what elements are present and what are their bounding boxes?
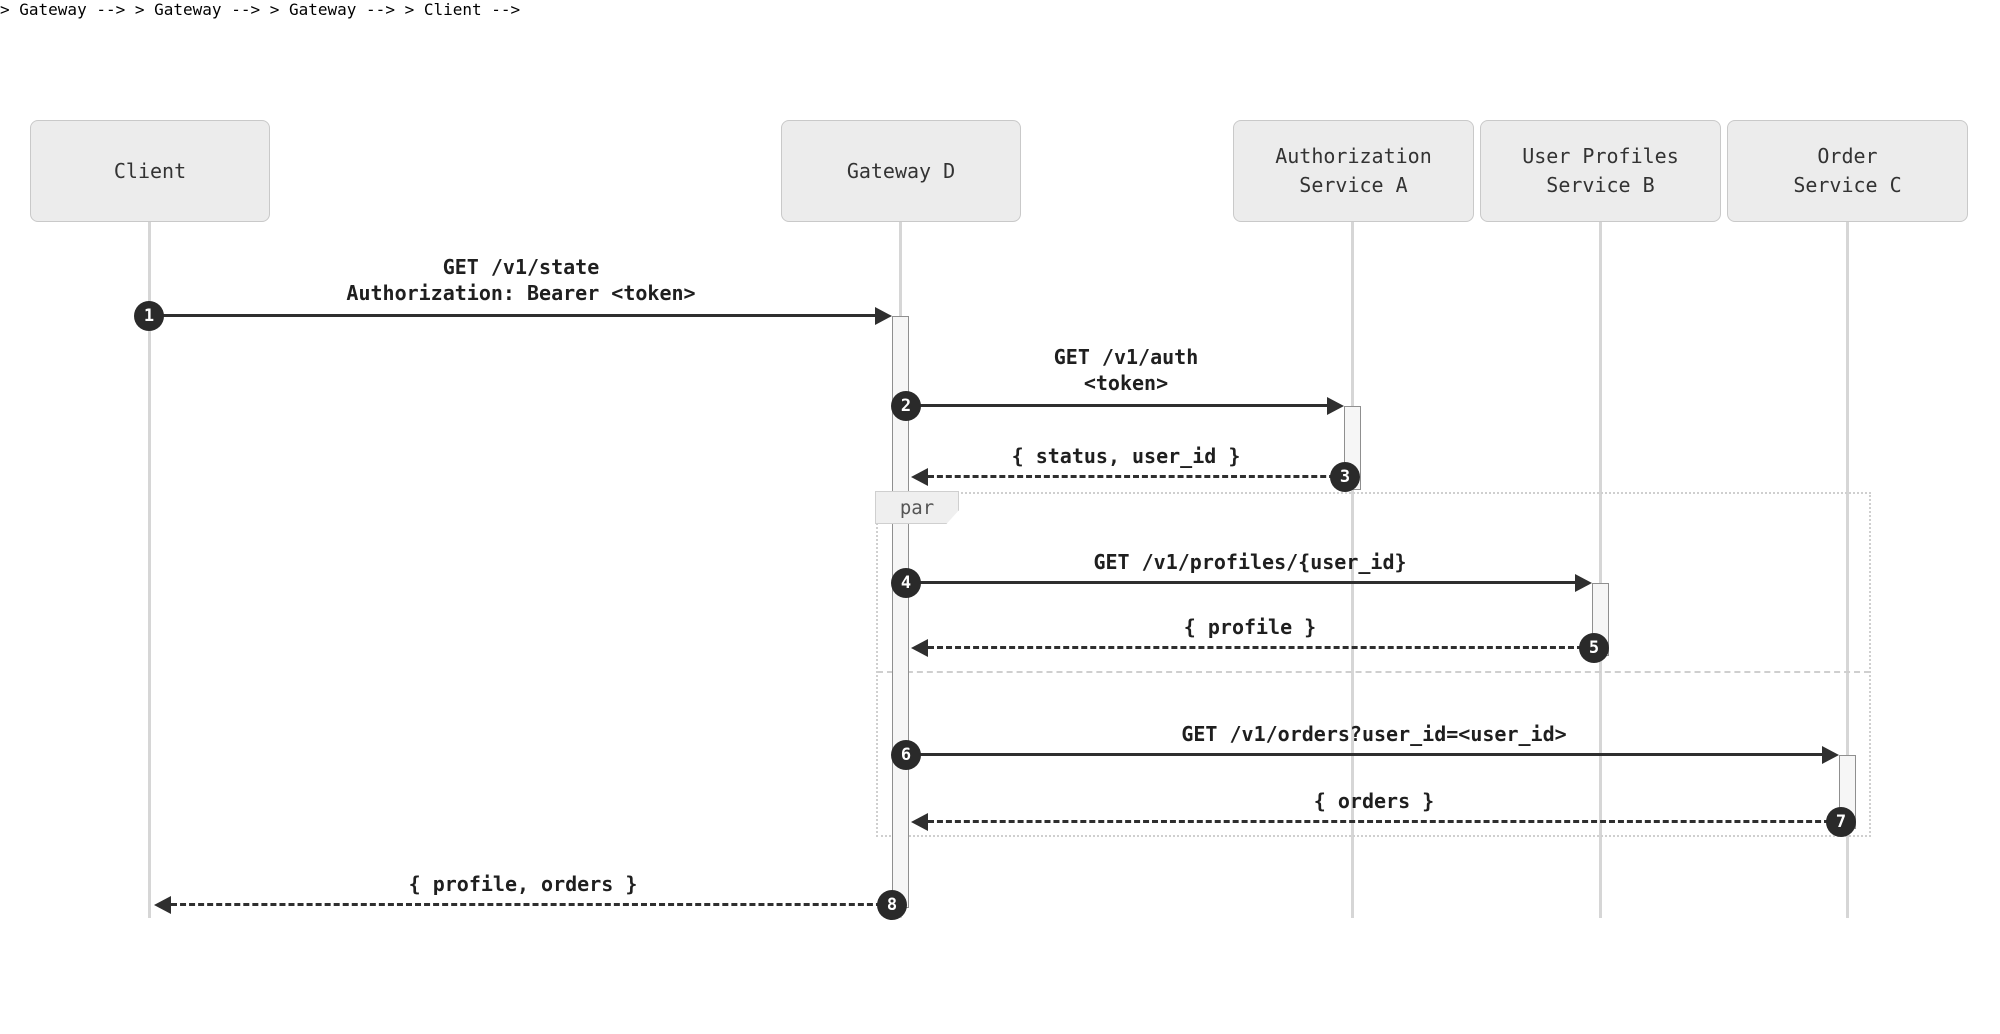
message-6-label: GET /v1/orders?user_id=<user_id> — [1181, 722, 1567, 746]
seq-badge-5: 5 — [1579, 633, 1609, 663]
message-1-label: GET /v1/state Authorization: Bearer <tok… — [346, 255, 696, 305]
lifeline-auth-service — [1351, 222, 1354, 918]
message-1-line — [150, 314, 876, 317]
message-5-arrowhead-icon — [911, 639, 928, 657]
lifeline-client — [148, 222, 151, 918]
message-2-line — [909, 404, 1328, 407]
message-5-line — [928, 646, 1592, 649]
message-2-label: GET /v1/auth <token> — [1053, 345, 1199, 395]
par-fragment-label: par — [875, 491, 959, 524]
message-6-line — [909, 753, 1823, 756]
message-5-label: { profile } — [1183, 615, 1317, 639]
lifeline-profiles-service — [1599, 222, 1602, 918]
message-1-arrowhead-icon — [875, 307, 892, 325]
message-2-arrowhead-icon — [1327, 397, 1344, 415]
message-8-arrowhead-icon — [154, 896, 171, 914]
message-7-arrowhead-icon — [911, 813, 928, 831]
lifeline-order-service — [1846, 222, 1849, 918]
message-3-line — [928, 475, 1344, 478]
message-7-line — [928, 820, 1839, 823]
message-4-line — [909, 581, 1576, 584]
seq-badge-1: 1 — [134, 301, 164, 331]
seq-badge-7: 7 — [1826, 807, 1856, 837]
seq-badge-6: 6 — [891, 740, 921, 770]
par-fragment-divider — [877, 671, 1870, 673]
seq-badge-4: 4 — [891, 568, 921, 598]
actor-box-order-service: Order Service C — [1727, 120, 1968, 222]
message-4-label: GET /v1/profiles/{user_id} — [1093, 550, 1407, 574]
actor-box-profiles-service: User Profiles Service B — [1480, 120, 1721, 222]
message-7-label: { orders } — [1313, 789, 1435, 813]
seq-badge-3: 3 — [1330, 462, 1360, 492]
message-3-label: { status, user_id } — [1011, 444, 1241, 468]
par-fragment-frame — [876, 492, 1871, 837]
message-6-arrowhead-icon — [1822, 746, 1839, 764]
message-8-label: { profile, orders } — [408, 872, 638, 896]
actor-box-client: Client — [30, 120, 270, 222]
seq-badge-8: 8 — [877, 890, 907, 920]
seq-badge-2: 2 — [891, 391, 921, 421]
actor-box-auth-service: Authorization Service A — [1233, 120, 1474, 222]
message-4-arrowhead-icon — [1575, 574, 1592, 592]
message-8-line — [171, 903, 891, 906]
message-3-arrowhead-icon — [911, 468, 928, 486]
actor-box-gateway: Gateway D — [781, 120, 1021, 222]
